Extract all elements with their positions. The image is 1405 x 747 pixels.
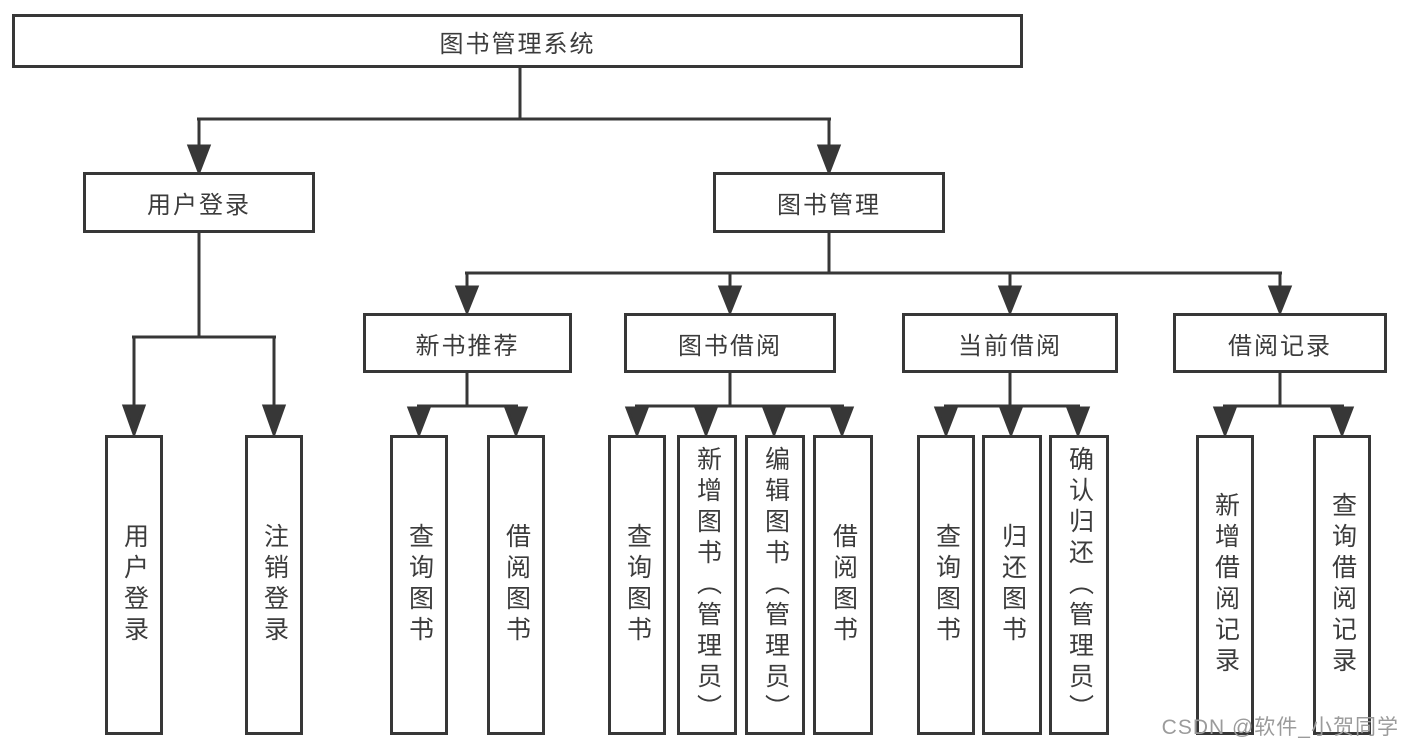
node-label: 图书管理 [777, 192, 881, 219]
leaf-logout: 注销登录 [245, 435, 303, 735]
node-label: 借阅记录 [1228, 332, 1332, 360]
leaf-query-books-borrow: 查询图书 [608, 435, 666, 735]
leaf-label: 用户登录 [120, 523, 149, 647]
leaf-query-books-current: 查询图书 [917, 435, 975, 735]
node-user-login: 用户登录 [83, 172, 315, 233]
leaf-query-books-recommend: 查询图书 [390, 435, 448, 735]
connector-root [186, 68, 842, 177]
leaf-label: 注销登录 [260, 523, 289, 647]
leaf-user-login: 用户登录 [105, 435, 163, 735]
leaf-borrow-books: 借阅图书 [813, 435, 873, 735]
connector-borrow-records [1212, 373, 1355, 439]
csdn-watermark: CSDN @软件_小贺同学 [1161, 716, 1399, 739]
leaf-label: 查询图书 [932, 523, 961, 647]
leaf-label: 查询图书 [623, 523, 652, 647]
connector-book-borrow [624, 373, 855, 439]
connector-current-borrow [933, 373, 1091, 439]
leaf-return-books: 归还图书 [982, 435, 1042, 735]
leaf-label: 新增图书（管理员） [693, 445, 722, 725]
connector-book-management [454, 233, 1293, 317]
node-label: 新书推荐 [415, 332, 520, 360]
node-book-management: 图书管理 [713, 172, 945, 233]
node-library-management-system: 图书管理系统 [12, 14, 1023, 68]
leaf-label: 确认归还（管理员） [1065, 445, 1094, 725]
node-current-borrow: 当前借阅 [902, 313, 1118, 373]
connector-user-login [121, 233, 287, 439]
node-label: 当前借阅 [958, 332, 1062, 360]
node-borrow-records: 借阅记录 [1173, 313, 1387, 373]
leaf-confirm-return-admin: 确认归还（管理员） [1049, 435, 1109, 735]
leaf-borrow-books-recommend: 借阅图书 [487, 435, 545, 735]
leaf-add-borrow-record: 新增借阅记录 [1196, 435, 1254, 735]
leaf-edit-book-admin: 编辑图书（管理员） [745, 435, 805, 735]
node-label: 图书借阅 [678, 332, 782, 360]
leaf-label: 查询借阅记录 [1328, 492, 1357, 678]
node-book-borrow: 图书借阅 [624, 313, 836, 373]
connector-new-book-recommend [406, 373, 529, 439]
leaf-label: 归还图书 [998, 523, 1027, 647]
node-label: 图书管理系统 [439, 30, 596, 58]
leaf-add-book-admin: 新增图书（管理员） [677, 435, 737, 735]
node-new-book-recommend: 新书推荐 [363, 313, 572, 373]
leaf-query-borrow-record: 查询借阅记录 [1313, 435, 1371, 735]
leaf-label: 查询图书 [405, 523, 434, 647]
leaf-label: 借阅图书 [829, 523, 858, 647]
leaf-label: 编辑图书（管理员） [761, 445, 790, 725]
leaf-label: 新增借阅记录 [1211, 492, 1240, 678]
leaf-label: 借阅图书 [502, 523, 531, 647]
node-label: 用户登录 [147, 192, 251, 219]
